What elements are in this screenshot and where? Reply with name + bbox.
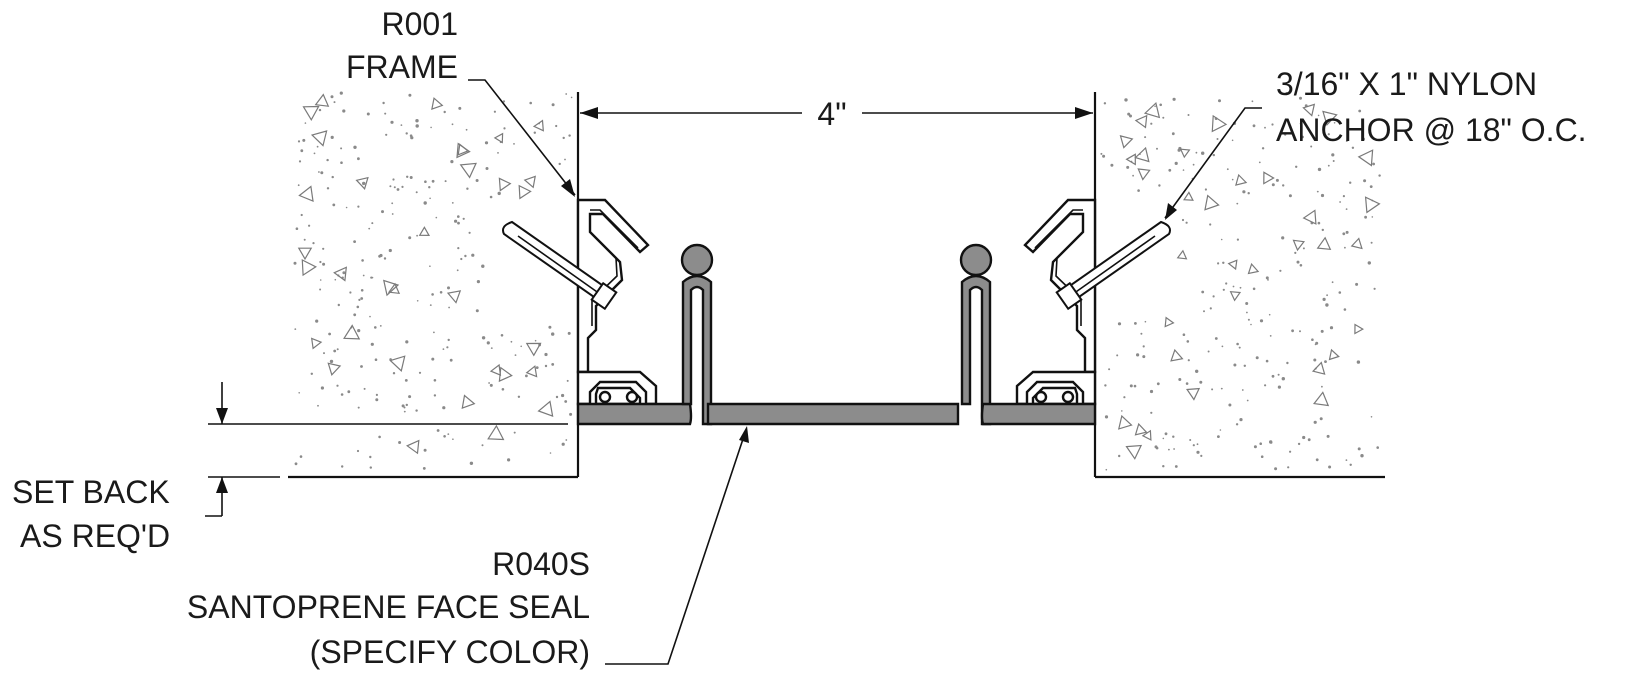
seal-bulb-left	[680, 243, 714, 277]
setback-label-line2: AS REQ'D	[20, 518, 170, 554]
concrete-slab-left	[288, 92, 580, 479]
frame-name-label: FRAME	[346, 49, 458, 85]
anchor-callout: 3/16" X 1" NYLON ANCHOR @ 18" O.C.	[1164, 66, 1587, 220]
seal-bulb-right	[959, 243, 993, 277]
frame-right	[1015, 198, 1097, 406]
santoprene-face-seal	[576, 243, 1097, 426]
frame-code-label: R001	[382, 6, 459, 42]
concrete-slab-right-texture	[1100, 90, 1381, 471]
frame-left	[576, 198, 658, 406]
joint-width-label: 4"	[817, 96, 846, 132]
anchor-label-line2: ANCHOR @ 18" O.C.	[1276, 112, 1587, 148]
concrete-slab-left-texture	[293, 91, 573, 470]
frame-callout: R001 FRAME	[346, 6, 576, 197]
joint-width-dimension: 4"	[580, 96, 1093, 132]
seal-code-label: R040S	[492, 546, 590, 582]
setback-dimension: SET BACK AS REQ'D	[12, 382, 568, 554]
nylon-anchor-left	[502, 220, 618, 311]
seal-name-label: SANTOPRENE FACE SEAL	[187, 589, 590, 625]
setback-label-line1: SET BACK	[12, 474, 170, 510]
nylon-anchor-right	[1055, 220, 1171, 311]
seal-note-label: (SPECIFY COLOR)	[310, 634, 590, 670]
seal-callout: R040S SANTOPRENE FACE SEAL (SPECIFY COLO…	[187, 426, 749, 670]
anchor-label-line1: 3/16" X 1" NYLON	[1276, 66, 1537, 102]
